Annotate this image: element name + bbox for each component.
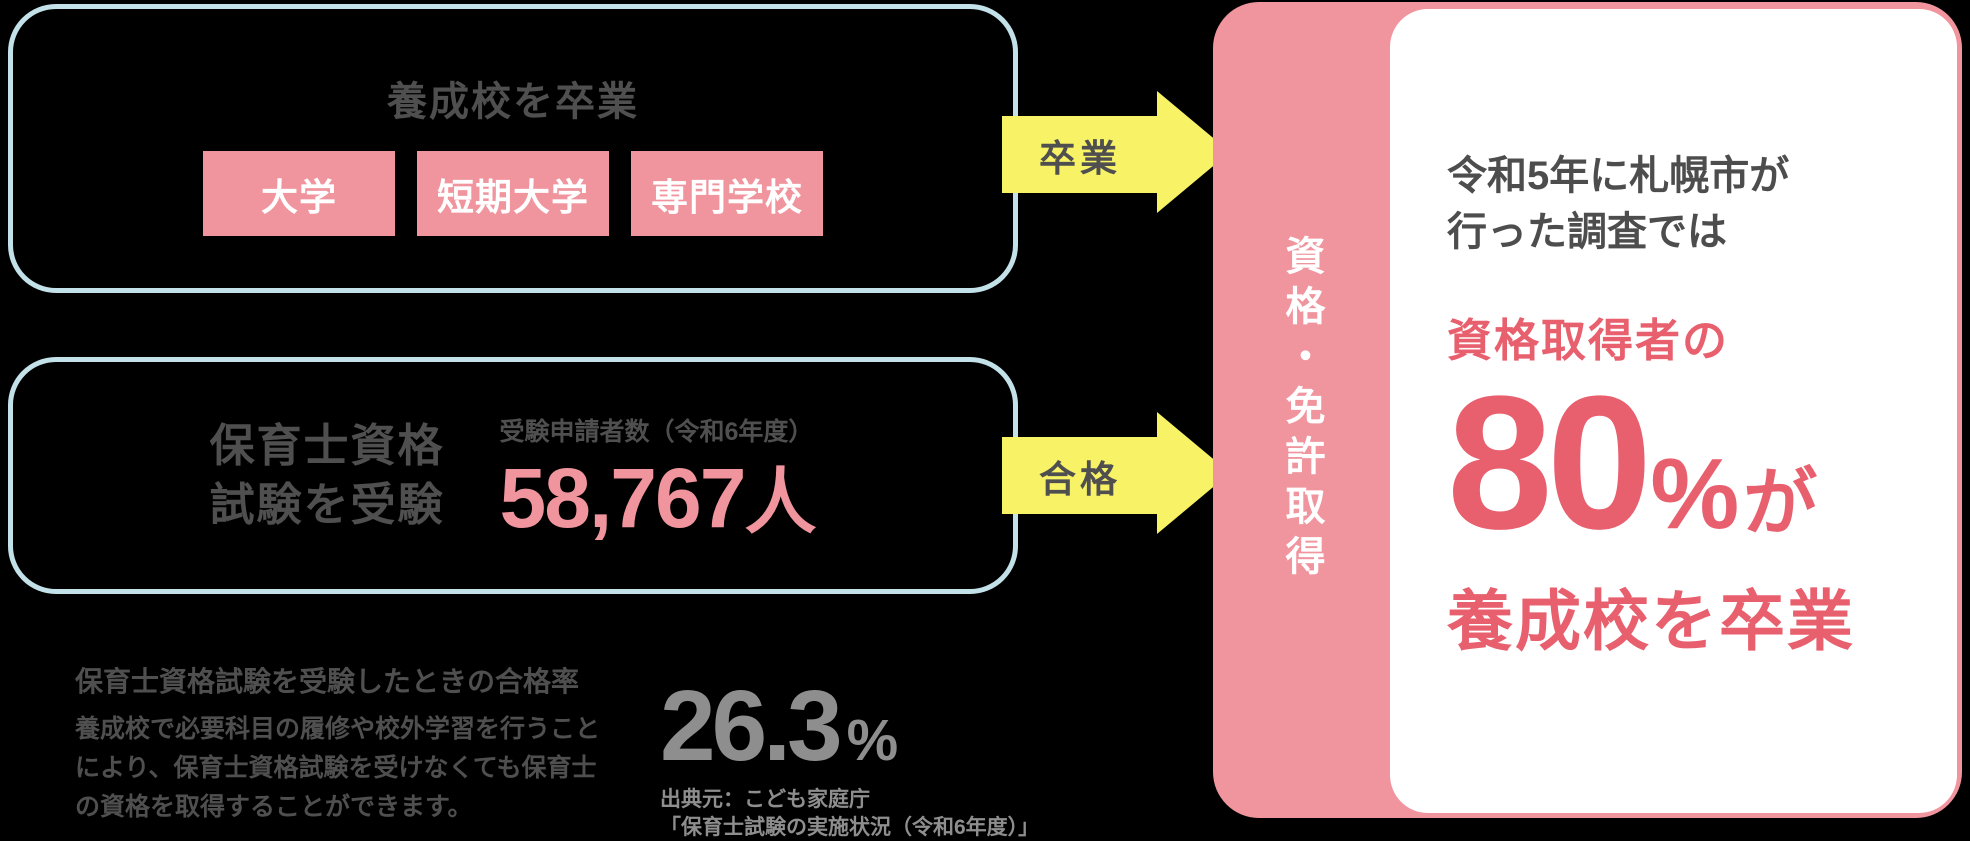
qualification-side-bar: 資格・免許取得 <box>1213 2 1390 818</box>
qualification-card <box>1390 9 1957 813</box>
exam-box: 保育士資格 試験を受験 受験申請者数（令和6年度） 58,767人 <box>8 357 1018 594</box>
pass-rate-number: 26.3 % <box>660 676 1039 776</box>
qualification-side-label: 資格・免許取得 <box>1279 235 1324 585</box>
pass-rate-figure: 26.3 % 出典元：こども家庭庁 「保育士試験の実施状況（令和6年度）」 <box>660 676 1039 841</box>
training-school-box: 養成校を卒業 大学 短期大学 専門学校 <box>8 4 1018 293</box>
pass-rate-source: 出典元：こども家庭庁 「保育士試験の実施状況（令和6年度）」 <box>660 786 1039 841</box>
highlight-percent-row: 80 % が <box>1447 357 1927 569</box>
highlight-suffix: 養成校を卒業 <box>1447 584 1855 659</box>
pass-rate-note: 保育士資格試験を受験したときの合格率 養成校で必要科目の履修や校外学習を行うこと… <box>75 660 635 826</box>
source-line2: 「保育士試験の実施状況（令和6年度）」 <box>660 816 1040 840</box>
pass-rate-value: 26.3 <box>660 670 843 782</box>
school-box-junior-college: 短期大学 <box>417 151 609 236</box>
survey-intro: 令和5年に札幌市が 行った調査では <box>1447 148 1927 260</box>
exam-title-line2: 試験を受験 <box>209 478 445 530</box>
applicants-unit: 人 <box>744 462 817 543</box>
survey-intro-line1: 令和5年に札幌市が <box>1447 154 1790 198</box>
highlight-prefix: 資格取得者の <box>1447 315 1730 366</box>
pass-arrow: 合格 <box>1002 412 1230 534</box>
applicants-value: 58,767 <box>499 450 747 545</box>
percent-value: 80 <box>1447 357 1652 569</box>
survey-intro-line2: 行った調査では <box>1447 210 1727 254</box>
exam-title-line1: 保育士資格 <box>209 420 445 471</box>
source-line1: 出典元：こども家庭庁 <box>660 788 870 811</box>
pass-rate-heading: 保育士資格試験を受験したときの合格率 <box>75 666 580 697</box>
school-box-university: 大学 <box>203 151 395 236</box>
percent-unit: % <box>1650 438 1740 550</box>
percent-suffix: が <box>1743 461 1818 544</box>
qualification-card-content: 令和5年に札幌市が 行った調査では 資格取得者の 80 % が 養成校を卒業 <box>1447 148 1927 664</box>
applicants-label: 受験申請者数（令和6年度） <box>499 417 814 446</box>
exam-title: 保育士資格 試験を受験 <box>210 417 445 534</box>
pass-arrow-label: 合格 <box>1002 437 1158 514</box>
school-box-vocational-school: 専門学校 <box>631 151 823 236</box>
applicants-number: 58,767人 <box>500 456 817 540</box>
pass-rate-unit: % <box>846 708 899 773</box>
graduation-arrow-label: 卒業 <box>1002 116 1158 193</box>
school-type-row: 大学 短期大学 専門学校 <box>13 151 1013 236</box>
training-school-title: 養成校を卒業 <box>387 80 639 124</box>
exam-applicants-stat: 受験申請者数（令和6年度） 58,767人 <box>500 412 817 540</box>
graduation-arrow: 卒業 <box>1002 91 1230 213</box>
pass-rate-body: 養成校で必要科目の履修や校外学習を行うことにより、保育士資格試験を受けなくても保… <box>75 715 601 821</box>
